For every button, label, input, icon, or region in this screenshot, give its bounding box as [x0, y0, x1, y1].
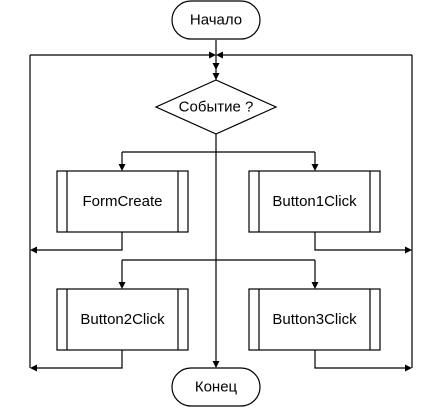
- arrowhead-loop-right: [216, 51, 223, 59]
- arrowhead-return-right-1: [405, 246, 412, 254]
- process-formcreate-label: FormCreate: [82, 193, 162, 210]
- arrowhead-return-right-2: [405, 364, 412, 372]
- decision-label: Событие ?: [179, 99, 254, 116]
- process-button1click-label: Button1Click: [272, 193, 357, 210]
- decision-node: Событие ?: [154, 79, 278, 135]
- process-button3click: Button3Click: [248, 288, 381, 351]
- end-terminator: Конец: [171, 367, 261, 407]
- connectors: [29, 40, 413, 369]
- arrowhead-button2click: [118, 282, 126, 289]
- edge-return-formcreate: [36, 232, 123, 251]
- process-formcreate: FormCreate: [56, 170, 189, 233]
- process-button2click: Button2Click: [56, 288, 189, 351]
- arrowhead-decision-in: [212, 73, 220, 80]
- arrowhead-end: [212, 361, 220, 368]
- edge-return-button2click: [36, 350, 123, 369]
- start-terminator: Начало: [171, 0, 261, 40]
- process-button1click: Button1Click: [248, 170, 381, 233]
- arrowheads: [30, 51, 412, 372]
- arrowhead-loop-left: [209, 51, 216, 59]
- process-button2click-label: Button2Click: [80, 311, 165, 328]
- arrowhead-return-left-1: [30, 246, 37, 254]
- arrowhead-return-left-2: [30, 364, 37, 372]
- arrowhead-junction-down: [212, 63, 220, 70]
- start-label: Начало: [190, 12, 242, 29]
- end-label: Конец: [195, 379, 238, 396]
- process-button3click-label: Button3Click: [272, 311, 357, 328]
- arrowhead-button3click: [311, 282, 319, 289]
- arrowhead-formcreate: [118, 164, 126, 171]
- arrowhead-button1click: [311, 164, 319, 171]
- edge-return-button3click: [314, 350, 406, 369]
- edge-return-button1click: [314, 232, 406, 251]
